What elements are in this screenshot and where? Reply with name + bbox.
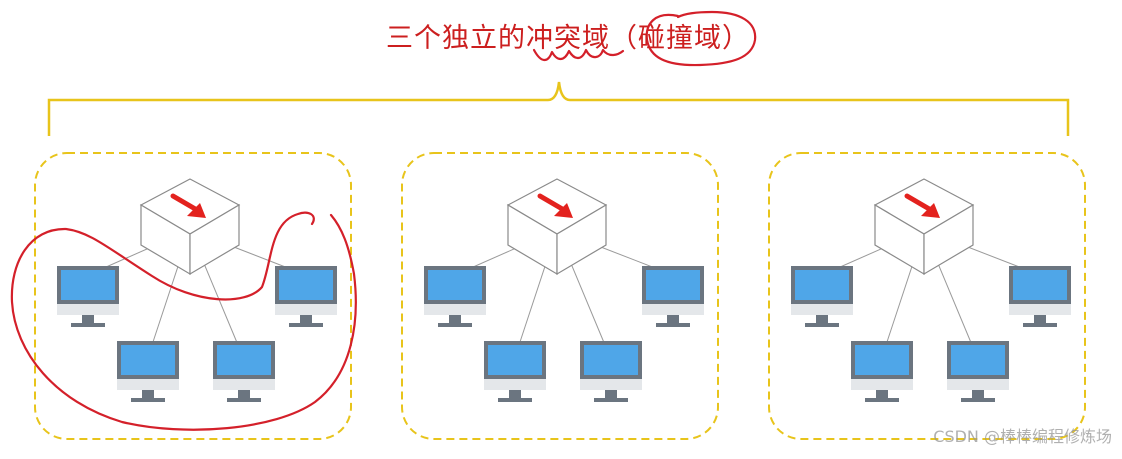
collision-domain-1 (57, 179, 337, 402)
computer-icon (791, 266, 853, 327)
computer-icon (1009, 266, 1071, 327)
computer-icon (484, 341, 546, 402)
switch-icon (508, 179, 606, 274)
computer-icon (580, 341, 642, 402)
watermark: CSDN @棒棒编程修炼场 (933, 427, 1112, 446)
computer-icon (851, 341, 913, 402)
switch-icon (141, 179, 239, 274)
annotation-wave (532, 48, 625, 62)
annotation-circle (645, 10, 757, 67)
handwritten-annotations (10, 10, 757, 431)
diagram-title: 三个独立的冲突域（碰撞域） (386, 23, 750, 54)
computer-icon (947, 341, 1009, 402)
annotation-loop (10, 211, 357, 431)
computer-icon (213, 341, 275, 402)
switch-icon (875, 179, 973, 274)
computer-icon (642, 266, 704, 327)
curly-brace (47, 81, 1070, 136)
computer-icon (275, 266, 337, 327)
computer-icon (117, 341, 179, 402)
computer-icon (57, 266, 119, 327)
computer-icon (424, 266, 486, 327)
collision-domain-3 (791, 179, 1071, 402)
collision-domain-2 (424, 179, 704, 402)
